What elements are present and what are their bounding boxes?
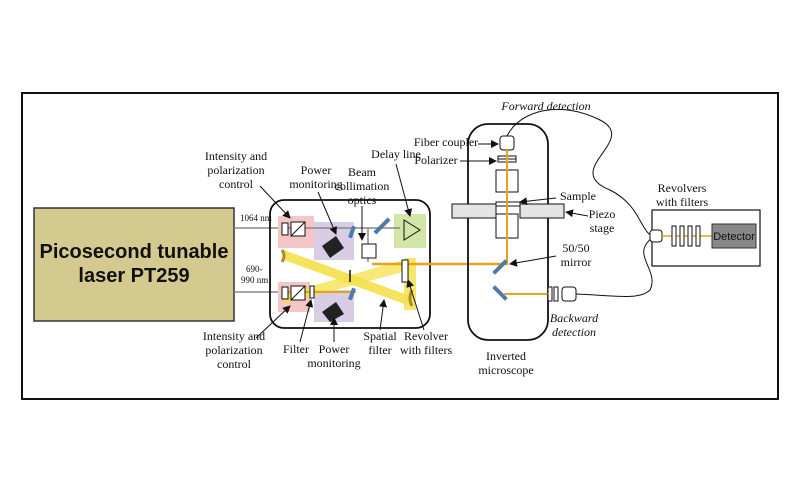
delay-mirror bbox=[373, 217, 391, 235]
revolver-filter bbox=[401, 259, 409, 283]
spatial-line1: Spatial bbox=[363, 329, 397, 343]
waveplate-bot bbox=[281, 286, 289, 300]
fiber-forward bbox=[506, 108, 653, 237]
power-bot-line2: monitoring bbox=[307, 356, 360, 370]
fiber-backward bbox=[575, 237, 653, 297]
pbs-bot-diag bbox=[290, 285, 306, 301]
detector-body bbox=[711, 223, 757, 249]
power-top-pointer bbox=[317, 191, 337, 235]
power-bot-line1: Power bbox=[319, 342, 350, 356]
beam-line1: Beam bbox=[348, 165, 377, 179]
backward-filter-2 bbox=[553, 286, 559, 302]
revolver-line1: Revolver bbox=[404, 329, 448, 343]
waveplate-top bbox=[281, 222, 289, 236]
inverted-line1: Inverted bbox=[486, 349, 526, 363]
mirror-backward bbox=[492, 285, 508, 301]
intensity-top-line2: polarization bbox=[207, 163, 264, 177]
detector-filter-2 bbox=[679, 225, 685, 247]
beam-line3: optics bbox=[348, 193, 377, 207]
intensity-top-line1: Intensity and bbox=[205, 149, 267, 163]
fiber-coupler-top bbox=[499, 135, 515, 151]
mirror-top-small bbox=[348, 225, 356, 239]
mirror-line1: 50/50 bbox=[562, 241, 589, 255]
filter-pointer bbox=[299, 299, 314, 343]
intensity-bot-line1: Intensity and bbox=[203, 329, 265, 343]
spatial-line2: filter bbox=[368, 343, 391, 357]
inverted-line2: microscope bbox=[478, 363, 533, 377]
sample-label: Sample bbox=[560, 189, 596, 203]
fiber-coupler-label: Fiber coupler bbox=[414, 135, 478, 149]
pbs-top-diag bbox=[290, 221, 306, 237]
detector-filter-3 bbox=[687, 225, 693, 247]
sample-pointer bbox=[519, 197, 557, 206]
backward-coupler bbox=[561, 286, 577, 302]
revolvers-line2: with filters bbox=[656, 195, 709, 209]
revolver-pointer bbox=[406, 279, 425, 331]
intensity-bot-line2: polarization bbox=[205, 343, 262, 357]
piezo-stage-left bbox=[451, 203, 497, 219]
detector-filter-1 bbox=[671, 225, 677, 247]
piezo-line2: stage bbox=[590, 221, 615, 235]
mirror-pointer bbox=[509, 255, 557, 267]
delay-zone bbox=[394, 214, 426, 248]
collimation-lens bbox=[361, 243, 377, 259]
intensity-bot-line3: control bbox=[217, 357, 252, 371]
detector-coupler bbox=[649, 229, 663, 243]
photodiode-top bbox=[322, 236, 344, 258]
laser-label-line1: Picosecond tunable bbox=[40, 241, 229, 263]
beam-line2: collimation bbox=[335, 179, 390, 193]
revolver-line2: with filters bbox=[400, 343, 453, 357]
intensity-bot-pointer bbox=[255, 305, 291, 339]
polarizer-label: Polarizer bbox=[414, 153, 457, 167]
detector-label: Detector bbox=[713, 231, 755, 243]
filter-label: Filter bbox=[283, 342, 309, 356]
spatial-pointer bbox=[379, 299, 388, 331]
mirror-line2: mirror bbox=[561, 255, 592, 269]
delay-pointer bbox=[395, 163, 413, 217]
laser-box bbox=[33, 207, 235, 322]
mirror-bot-small bbox=[348, 287, 356, 301]
outer-frame bbox=[21, 92, 779, 400]
intensity-top-line3: control bbox=[219, 177, 254, 191]
piezo-stage-right bbox=[519, 203, 565, 219]
wavelength-690-line2: 990 nm bbox=[241, 275, 268, 285]
piezo-line1: Piezo bbox=[589, 207, 616, 221]
delay-line-label: Delay line bbox=[371, 147, 421, 161]
microscope-body bbox=[467, 123, 549, 341]
intensity-top-pointer bbox=[259, 185, 291, 219]
delay-prism bbox=[403, 219, 421, 241]
power-top-line1: Power bbox=[301, 163, 332, 177]
curved-mirror-left-top bbox=[280, 249, 286, 263]
piezo-pointer bbox=[565, 209, 589, 218]
photodiode-bot bbox=[322, 302, 344, 322]
forward-detection-label: Forward detection bbox=[500, 99, 590, 113]
laser-label-line2: laser PT259 bbox=[78, 265, 189, 287]
filter-component bbox=[309, 285, 315, 299]
wavelength-1064: 1064 nm bbox=[240, 213, 272, 223]
backward-line2: detection bbox=[552, 325, 596, 339]
wavelength-690-line1: 690- bbox=[246, 264, 263, 274]
backward-line1: Backward bbox=[550, 311, 599, 325]
power-top-line2: monitoring bbox=[289, 177, 342, 191]
revolvers-line1: Revolvers bbox=[658, 181, 707, 195]
mirror-5050 bbox=[492, 259, 508, 275]
backward-filter-1 bbox=[547, 286, 553, 302]
detector-filter-4 bbox=[695, 225, 701, 247]
